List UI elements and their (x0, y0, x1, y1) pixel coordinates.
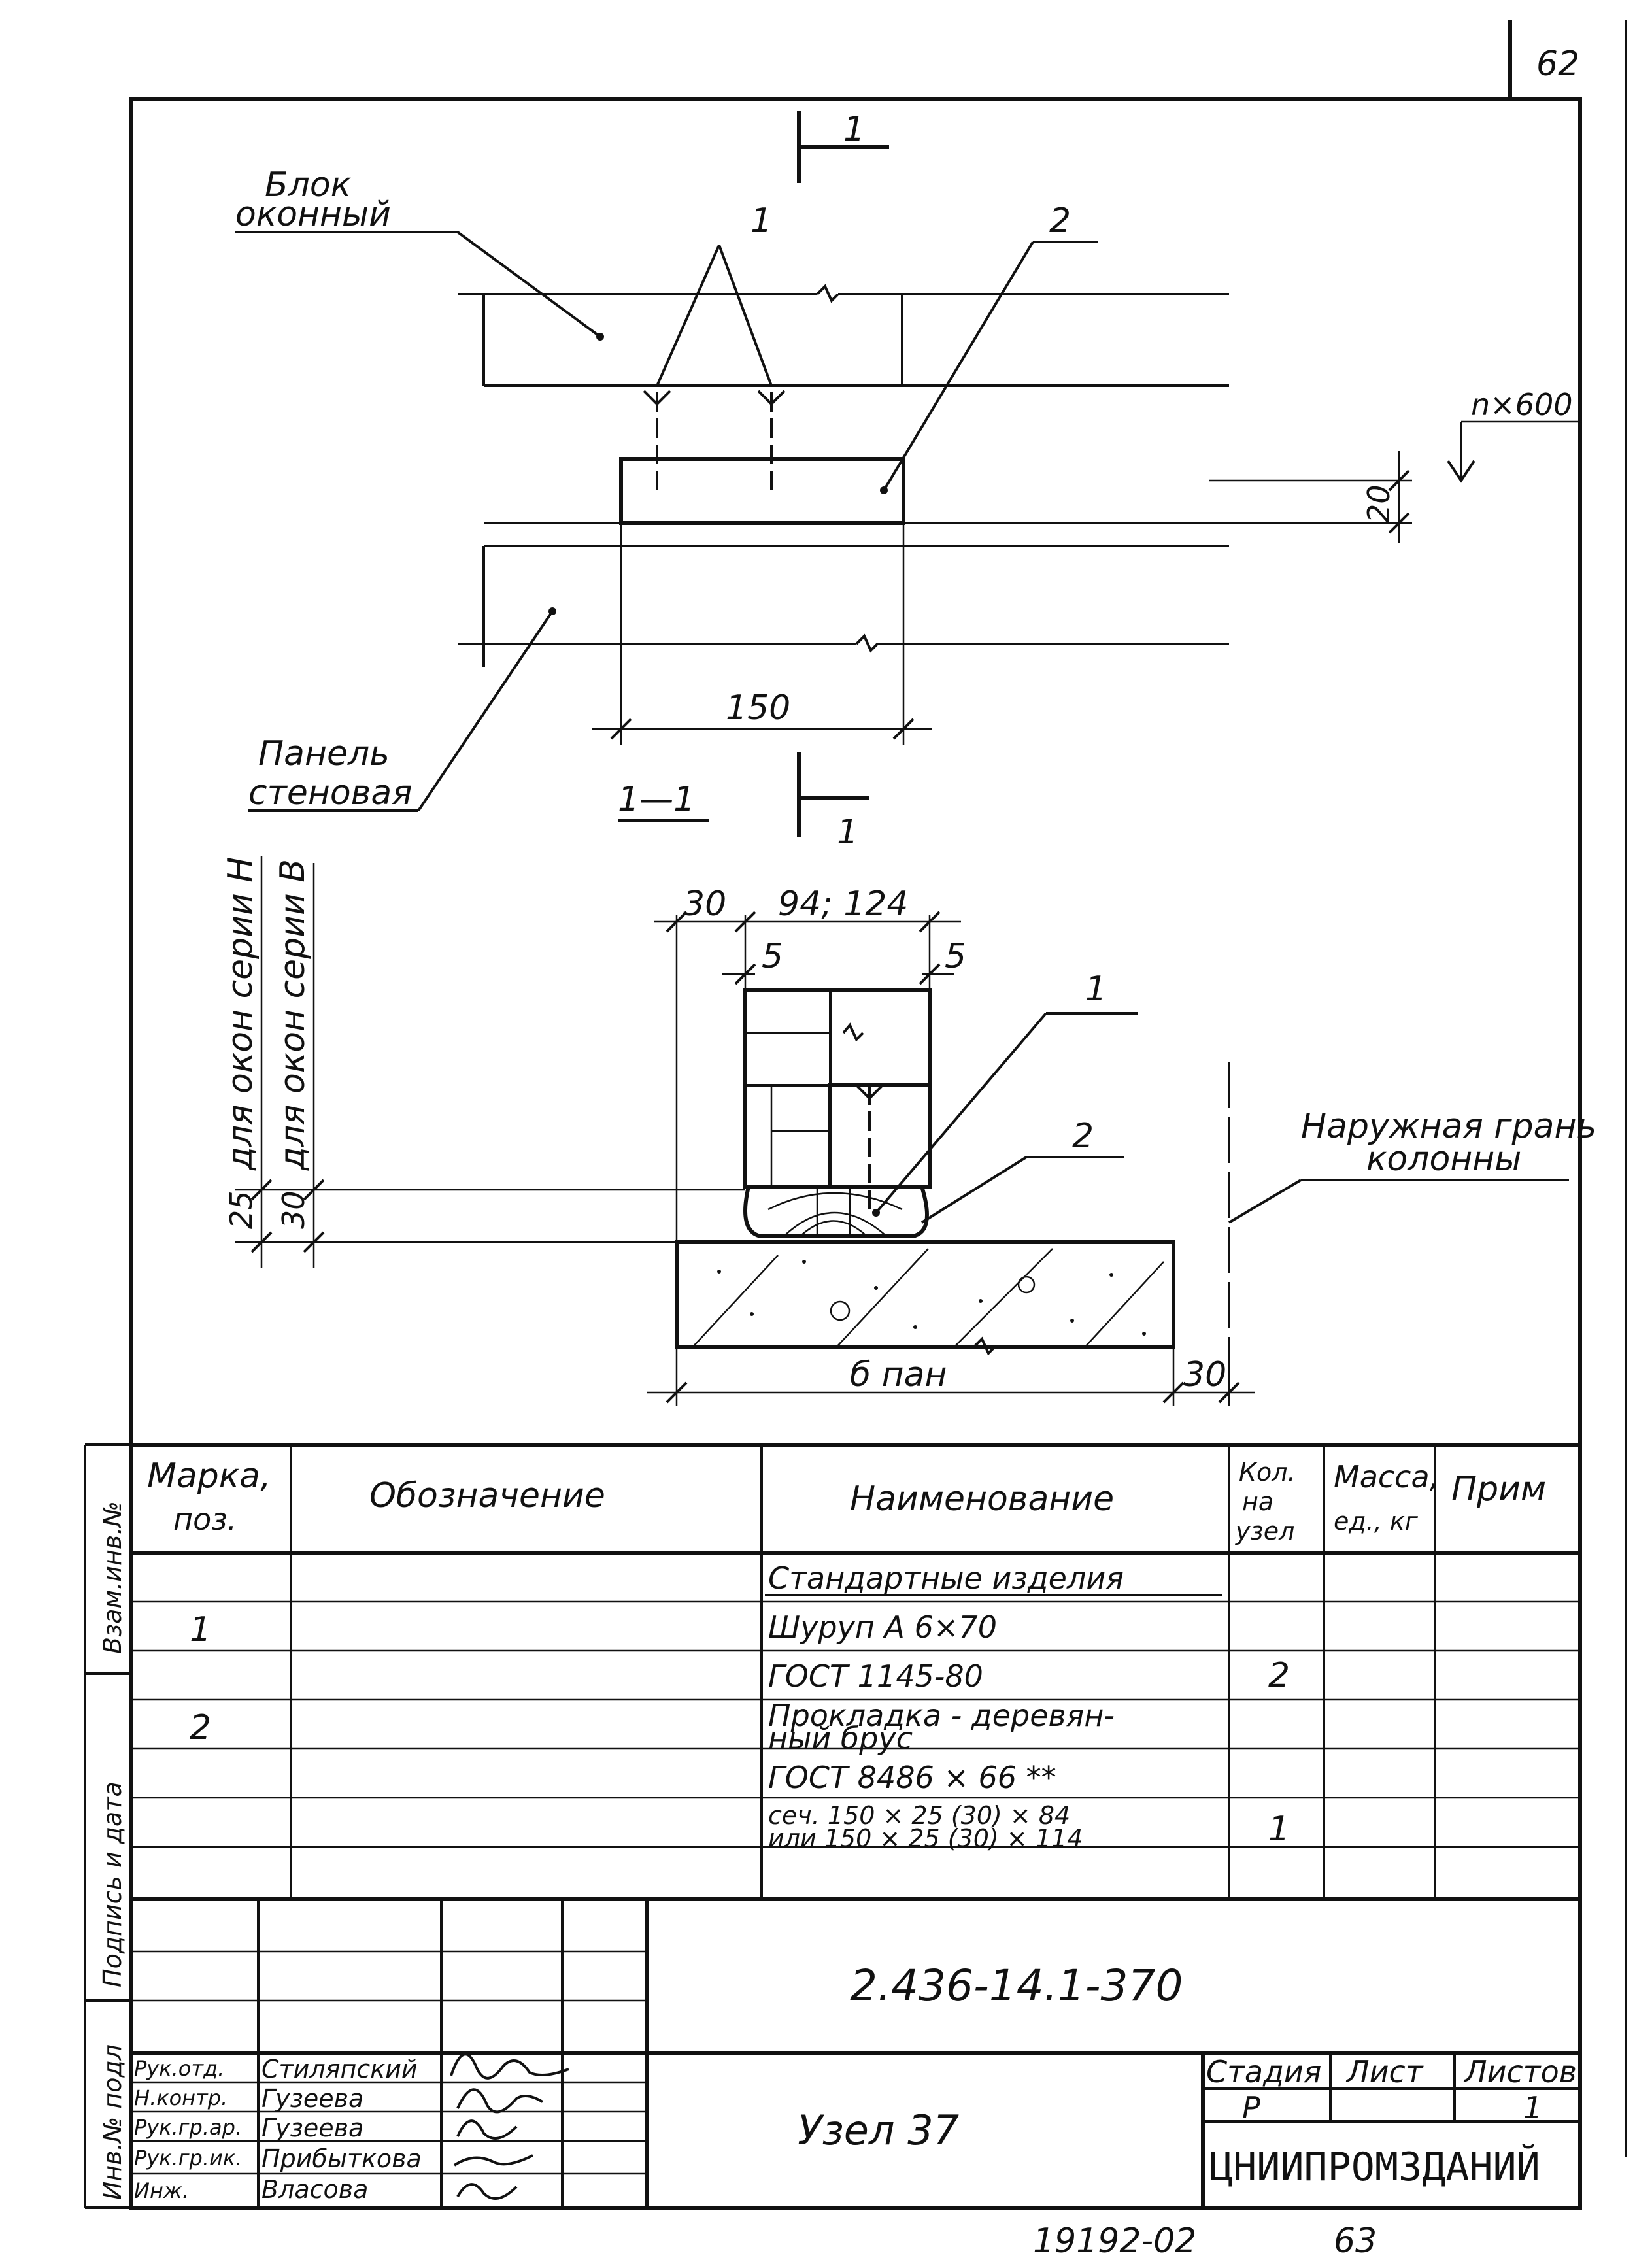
staff-role-5: Инж. (134, 2178, 189, 2203)
archive-number: 19192-02 (1033, 2221, 1196, 2261)
drawing-title: Узел 37 (798, 2106, 959, 2154)
dim-25: 25 (224, 1190, 259, 1229)
dim-150: 150 (726, 688, 790, 728)
dim-5-right: 5 (945, 937, 966, 976)
signatures (450, 2053, 569, 2200)
header-note: Прим (1451, 1470, 1546, 1509)
label-wall-panel-2: стеновая (248, 773, 412, 813)
stage-value: Р (1242, 2090, 1260, 2125)
pos1-label-plan: 1 (750, 201, 772, 241)
stage-label: Стадия (1206, 2054, 1321, 2089)
dim-30-left: 30 (683, 885, 726, 924)
label-window-block-1: Блок (265, 165, 352, 205)
section-mark-bottom: 1 (837, 813, 858, 852)
note-series-h: для окон серии Н (221, 857, 260, 1171)
header-mass-1: Масса, (1334, 1459, 1439, 1494)
staff-role-2: Н.контр. (134, 2085, 228, 2110)
staff-name-1: Стиляпский (261, 2055, 418, 2084)
staff-name-3: Гузеева (261, 2114, 363, 2142)
plan-view: 1 Блок оконный 1 (235, 110, 1582, 852)
spec-table (131, 1443, 1580, 1901)
header-qty-3: узел (1235, 1517, 1294, 1545)
row6-name: сеч. 150 × 25 (30) × 84 (768, 1801, 1070, 1830)
dim-5-left: 5 (762, 937, 783, 976)
section-title: 1—1 (618, 780, 695, 819)
pos1-label-section: 1 (1085, 970, 1107, 1009)
title-block (131, 1899, 1580, 2208)
header-mark-2: поз. (173, 1502, 237, 1537)
header-name: Наименование (850, 1479, 1114, 1519)
row4-name: Прокладка - деревян- (768, 1698, 1115, 1733)
note-series-b: для окон серии В (273, 859, 312, 1171)
header-mark-1: Марка, (147, 1457, 271, 1496)
label-outer-face-2: колонны (1366, 1139, 1521, 1179)
dim-20: 20 (1361, 484, 1396, 523)
sheet-number-top: 62 (1536, 44, 1579, 84)
organization: ЦНИИПРОМЗДАНИЙ (1209, 2143, 1540, 2190)
sheet-label: Лист (1345, 2054, 1424, 2089)
row6-name2: или 150 × 25 (30) × 114 (768, 1824, 1083, 1853)
header-designation: Обозначение (369, 1476, 605, 1515)
staff-name-5: Власова (261, 2175, 368, 2204)
sheets-label: Листов (1463, 2054, 1577, 2089)
header-qty-1: Кол. (1239, 1458, 1296, 1487)
row2-name: Шуруп А 6×70 (768, 1610, 997, 1645)
pos2-label-plan: 2 (1049, 201, 1071, 241)
row3-name: ГОСТ 1145-80 (768, 1659, 983, 1694)
dim-30-vert: 30 (276, 1190, 311, 1229)
side-stamp-sign-date: Подпись и дата (98, 1781, 127, 1987)
dim-nx600: n×600 (1471, 387, 1573, 422)
side-stamp-replace: Взам.инв.№ (98, 1501, 127, 1654)
section-view: 30 94; 124 5 5 1 2 Наружная грань колонн… (221, 856, 1596, 1406)
side-stamp-frame (84, 1443, 131, 2209)
row2-mark: 1 (190, 1610, 211, 1649)
label-window-block-2: оконный (235, 195, 391, 234)
staff-role-4: Рук.гр.ик. (134, 2146, 242, 2170)
label-outer-face-1: Наружная грань (1301, 1107, 1596, 1146)
section-mark-top: 1 (843, 110, 865, 149)
row5-name: ГОСТ 8486 × 66 ** (768, 1760, 1056, 1795)
row4-name2: ный брус (768, 1721, 913, 1756)
page-number-bottom: 63 (1334, 2221, 1377, 2261)
document-code: 2.436-14.1-370 (850, 1961, 1183, 2011)
side-stamp-inv: Инв.№ подл (98, 2044, 127, 2200)
staff-role-1: Рук.отд. (134, 2056, 224, 2081)
header-mass-2: ед., кг (1334, 1507, 1419, 1536)
staff-name-4: Прибыткова (261, 2144, 422, 2173)
dim-30-right: 30 (1183, 1355, 1226, 1394)
row1-name: Стандартные изделия (768, 1561, 1124, 1596)
pos2-label-section: 2 (1072, 1117, 1094, 1156)
sheet-frame (129, 20, 1627, 2210)
row3-qty: 2 (1268, 1656, 1290, 1695)
dim-94-124: 94; 124 (778, 885, 908, 924)
sheets-value: 1 (1523, 2090, 1542, 2125)
header-qty-2: на (1242, 1487, 1273, 1516)
label-wall-panel-1: Панель (258, 734, 390, 773)
staff-role-3: Рук.гр.ар. (134, 2115, 242, 2140)
staff-name-2: Гузеева (261, 2084, 363, 2113)
dim-b-pan: б пан (850, 1355, 947, 1394)
row4-mark: 2 (190, 1708, 211, 1747)
row6-qty: 1 (1268, 1810, 1290, 1849)
